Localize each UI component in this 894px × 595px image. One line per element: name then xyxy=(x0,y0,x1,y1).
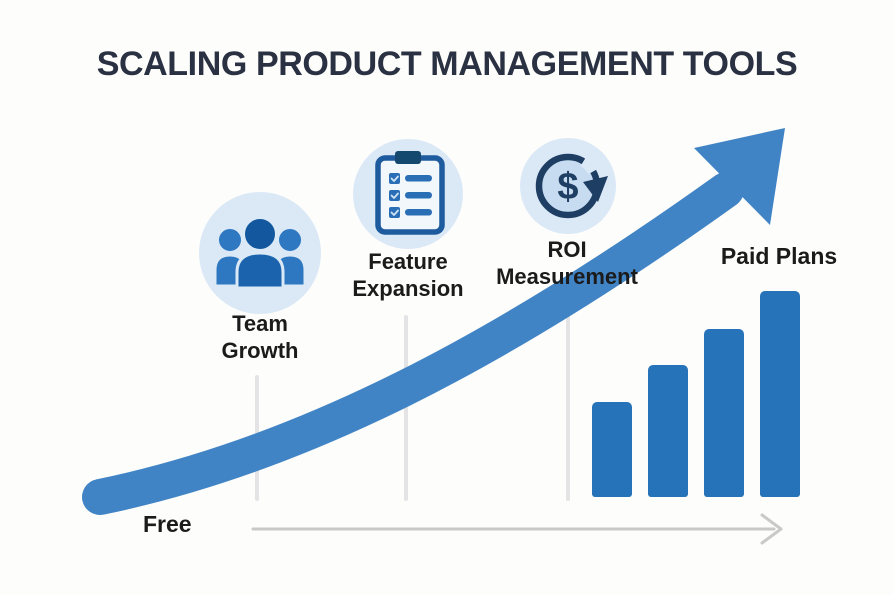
growth-bar xyxy=(760,291,800,497)
growth-arrowhead-icon xyxy=(694,128,785,225)
feature-expansion-icon-circle xyxy=(353,139,463,249)
growth-arrow-shaft xyxy=(82,172,744,515)
dollar-symbol: $ xyxy=(557,166,578,208)
roi-measurement-icon-circle: $ xyxy=(520,138,616,234)
milestone-label-team-growth: Team Growth xyxy=(221,311,299,363)
team-growth-icon-circle xyxy=(199,192,321,314)
baseline-arrowhead-icon xyxy=(760,513,783,545)
milestone-label-feature-expansion: Feature Expansion xyxy=(352,249,464,301)
growth-bar xyxy=(592,402,632,497)
checklist-clipboard-icon xyxy=(375,151,445,235)
growth-bar xyxy=(704,329,744,497)
dollar-cycle-icon: $ xyxy=(535,153,608,219)
page-title: SCALING PRODUCT MANAGEMENT TOOLS xyxy=(96,45,798,83)
free-label: Free xyxy=(143,511,192,537)
team-group-icon xyxy=(213,216,307,290)
growth-bar xyxy=(648,365,688,497)
paid-plans-bars xyxy=(592,291,800,497)
milestone-label-roi-measurement: ROI Measurement xyxy=(496,237,638,289)
paid-plans-label: Paid Plans xyxy=(720,243,838,269)
